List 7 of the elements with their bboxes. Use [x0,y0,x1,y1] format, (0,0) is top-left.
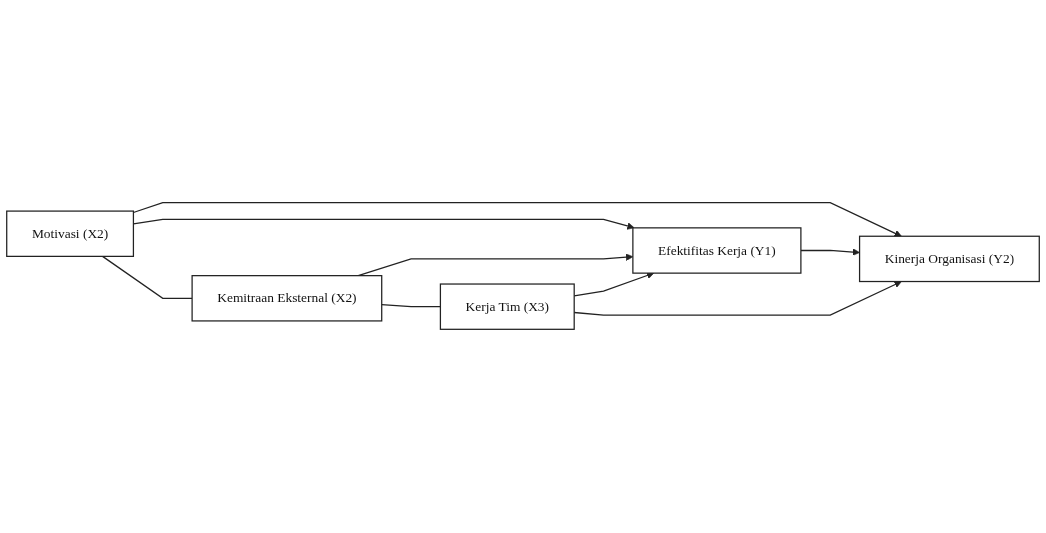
node-box: Kemitraan Eksternal (X2) [191,275,383,323]
arrow [800,248,860,257]
node-box: Kinerja Organisasi (Y2) [858,236,1040,283]
node-box: Efektifitas Kerja (Y1) [632,227,802,275]
node-box: Kerja Tim (X3) [439,283,575,331]
node-box: Motivasi (X2) [6,210,135,258]
connector [101,256,193,300]
